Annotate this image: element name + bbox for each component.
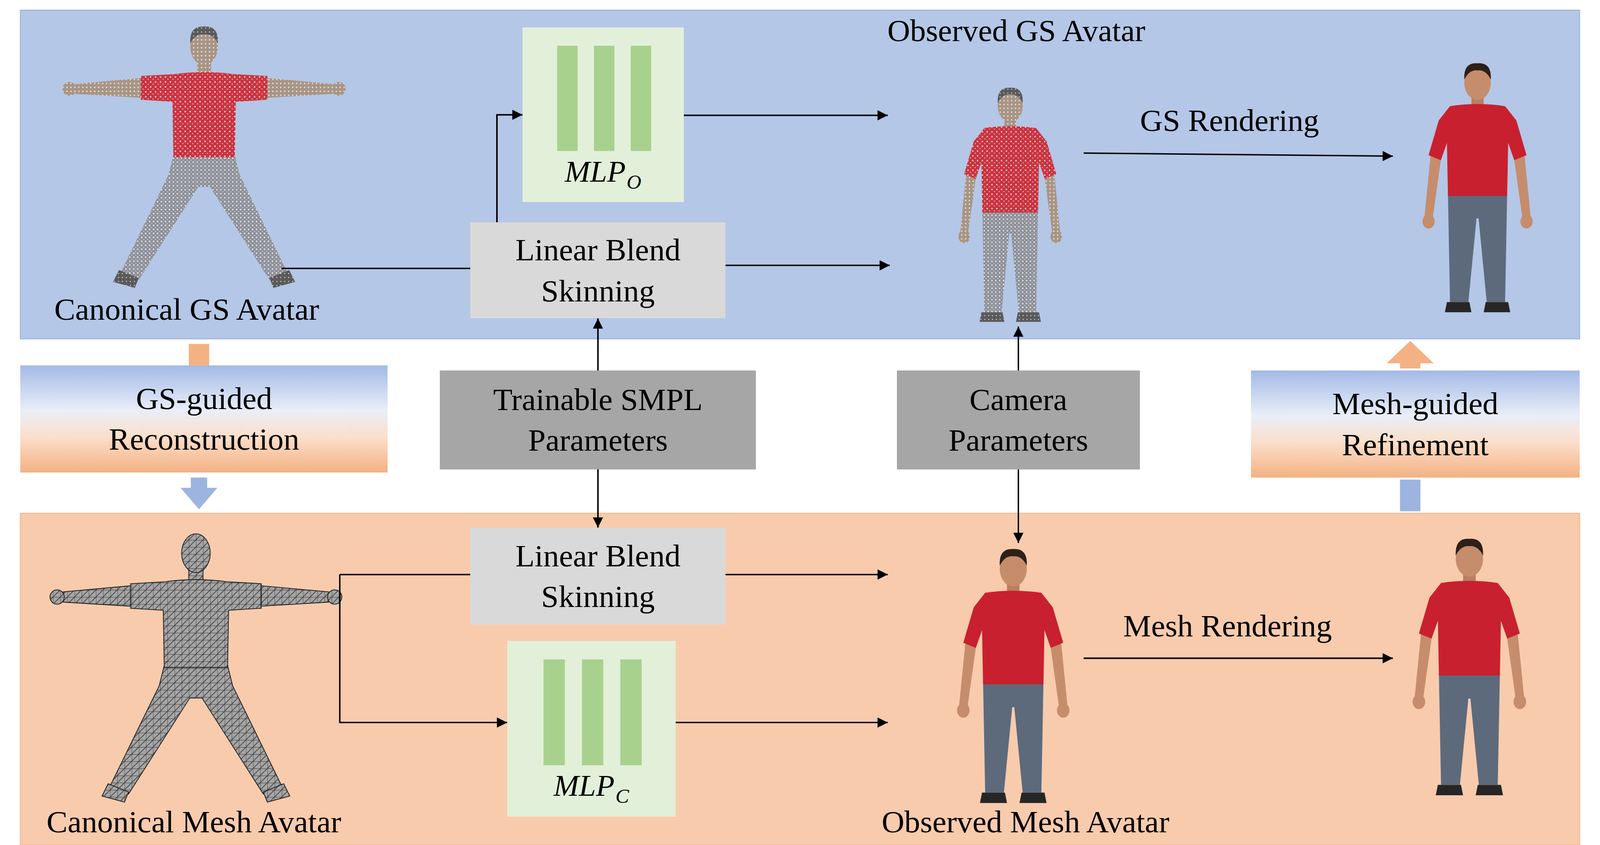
block-arrow-head (180, 477, 218, 509)
mlp-name: MLP (553, 767, 615, 804)
block-arrow-head (1386, 340, 1435, 369)
arrow (725, 264, 890, 266)
node-text: Mesh-guided Refinement (1296, 383, 1535, 465)
layer-bar (619, 658, 642, 765)
mlp-label: MLPO (564, 153, 642, 190)
arrow (1083, 153, 1393, 157)
operation-box: Linear Blend Skinning (470, 527, 726, 625)
mesh-band (20, 512, 1580, 845)
layer-bar (557, 45, 578, 151)
arrow (1083, 657, 1393, 659)
node-text: Trainable SMPL Parameters (456, 378, 741, 461)
feed-line (339, 573, 471, 576)
figure-label: GS Rendering (1139, 102, 1319, 138)
figure-label: Observed GS Avatar (887, 13, 1146, 48)
text-wrap: Mesh-guided Refinement (1296, 383, 1535, 465)
parameter-box: Camera Parameters (896, 370, 1140, 470)
text-wrap: Camera Parameters (916, 378, 1120, 461)
block-arrow-tail (188, 343, 210, 366)
layer-bar (543, 658, 565, 765)
observed-gs-figure (958, 87, 1062, 322)
mesh-rendered-figure (1412, 538, 1527, 795)
arrow (675, 721, 888, 723)
stage-box: GS-guided Reconstruction (20, 365, 388, 473)
stage-box: Mesh-guided Refinement (1250, 370, 1580, 478)
node-text: Linear Blend Skinning (486, 229, 710, 311)
text-wrap: GS-guided Reconstruction (72, 377, 336, 460)
layer-bar (594, 45, 615, 151)
text-wrap: Linear Blend Skinning (486, 229, 710, 311)
canonical-gs-figure (62, 26, 346, 288)
arrow (1017, 469, 1020, 543)
canonical-mesh-figure (50, 533, 342, 803)
block-arrow-tail (1400, 479, 1421, 511)
connector-arrow (497, 114, 523, 223)
connector-arrow (597, 469, 599, 528)
layer-bar (630, 45, 651, 151)
layer-bar (581, 658, 604, 765)
figure-label: Observed Mesh Avatar (881, 804, 1170, 839)
figure-label: Canonical GS Avatar (54, 291, 320, 327)
connector-arrow (597, 318, 599, 371)
node-text: Linear Blend Skinning (486, 535, 710, 617)
mlp-block: MLPC (507, 640, 676, 817)
figure-arrows (281, 115, 1394, 722)
figure-label: Canonical Mesh Avatar (46, 804, 342, 839)
operation-box: Linear Blend Skinning (470, 222, 726, 319)
node-text: Camera Parameters (916, 378, 1120, 461)
figure-label: Mesh Rendering (1123, 608, 1333, 643)
feed-line (281, 267, 471, 269)
mlp-label-holder: MLPC (507, 767, 676, 804)
node-text: GS-guided Reconstruction (72, 377, 336, 460)
text-wrap: Trainable SMPL Parameters (456, 378, 741, 461)
mlp-subscript: O (625, 169, 642, 195)
mlp-subscript: C (614, 783, 630, 809)
mlp-name: MLP (564, 153, 626, 190)
arrow (683, 114, 888, 117)
gs-rendered-figure (1422, 63, 1533, 313)
mlp-block: MLPO (522, 27, 684, 202)
mlp-label: MLPC (553, 767, 630, 804)
arrow (1017, 326, 1020, 370)
parameter-box: Trainable SMPL Parameters (439, 370, 757, 470)
observed-mesh-figure (957, 548, 1070, 804)
text-wrap: Linear Blend Skinning (486, 535, 710, 617)
gs-band (20, 10, 1580, 339)
mlp-label-holder: MLPO (522, 153, 684, 190)
arrow (725, 573, 888, 576)
